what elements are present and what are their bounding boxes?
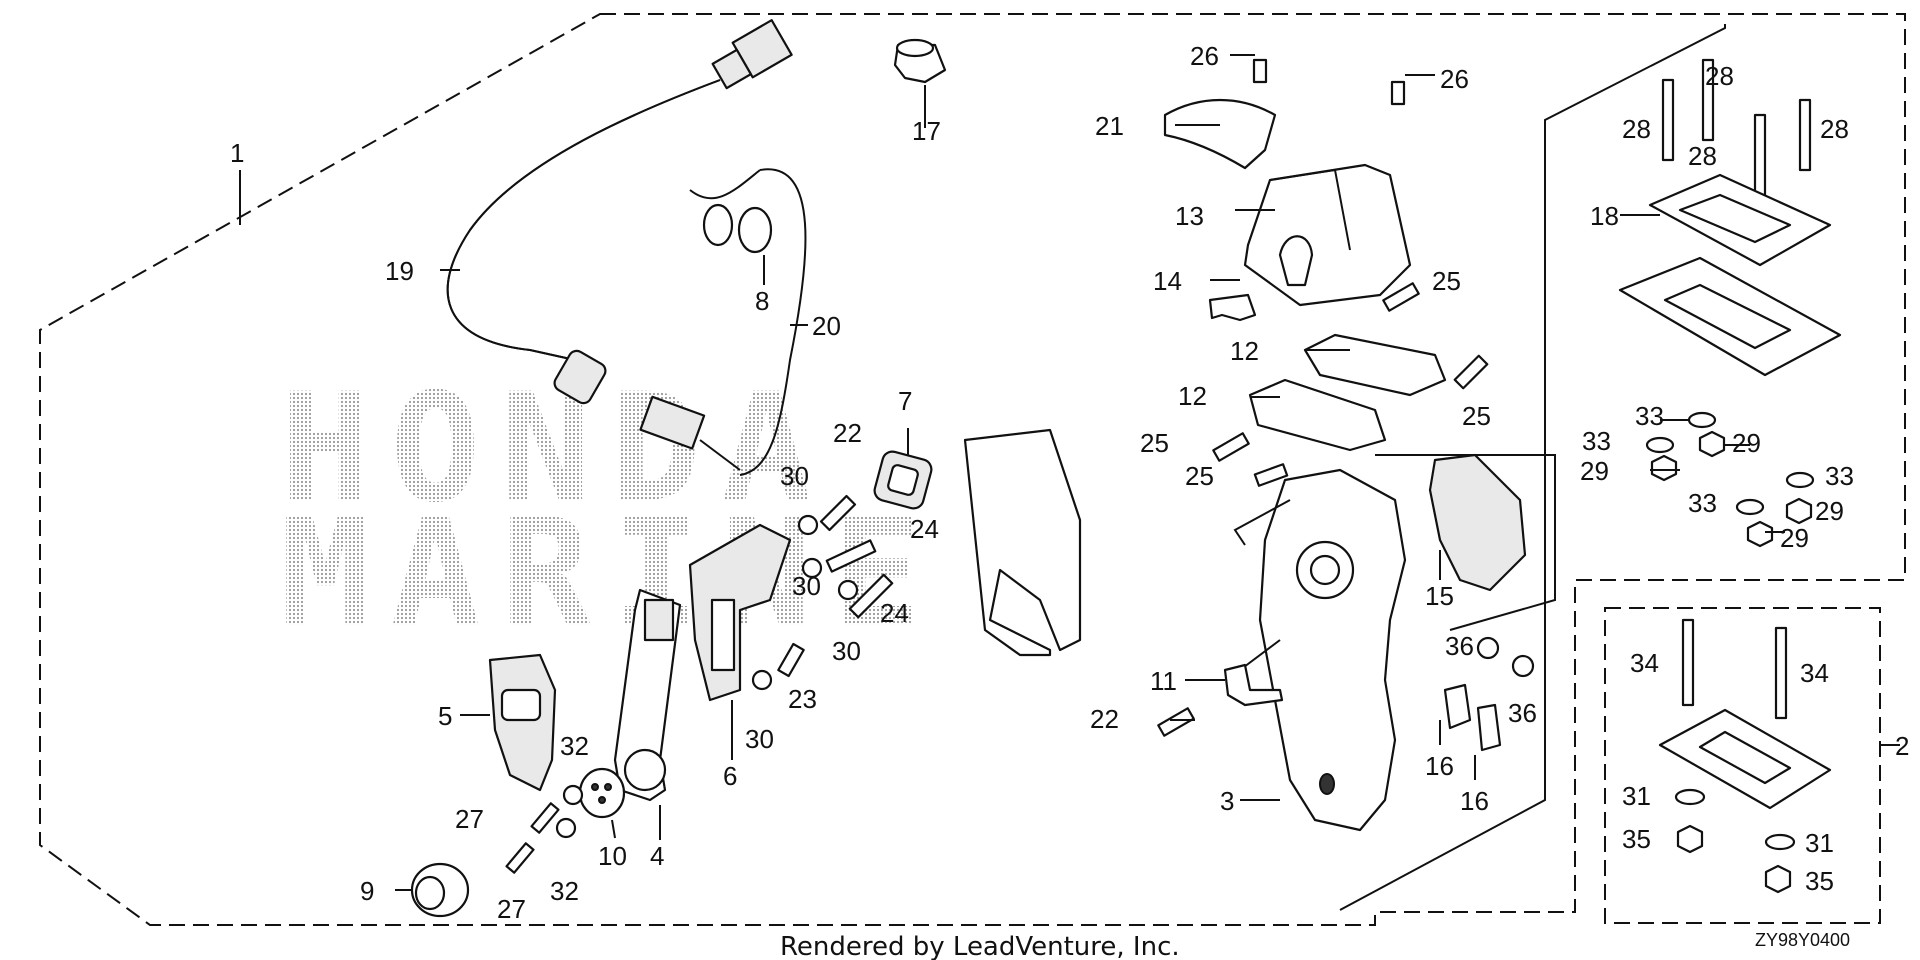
label-29b: 29	[1580, 456, 1609, 486]
label-11: 11	[1150, 666, 1177, 696]
housing-group-outline	[1233, 499, 1291, 546]
kit-boundary	[39, 13, 1906, 926]
footer-credit: Rendered by LeadVenture, Inc.	[780, 932, 1180, 960]
label-21: 21	[1095, 111, 1124, 141]
harness-19	[446, 19, 793, 405]
label-25a: 25	[1432, 266, 1461, 296]
label-17: 17	[912, 116, 941, 146]
label-30d: 30	[745, 724, 774, 754]
housing-3	[1239, 468, 1407, 832]
part2-box	[1604, 607, 1881, 924]
switch-cover-5	[488, 653, 557, 792]
label-6: 6	[723, 761, 737, 791]
leader-lines	[239, 54, 1900, 891]
label-34b: 34	[1800, 658, 1829, 688]
label-28b: 28	[1622, 114, 1651, 144]
label-36b: 36	[1508, 698, 1537, 728]
label-26a: 26	[1190, 41, 1219, 71]
label-25b: 25	[1462, 401, 1491, 431]
clip-16a	[1443, 683, 1472, 730]
label-27b: 27	[497, 894, 526, 924]
spacer-2-inner	[1698, 730, 1792, 785]
label-16a: 16	[1425, 751, 1454, 781]
label-28a: 28	[1705, 61, 1734, 91]
label-32a: 32	[560, 731, 589, 761]
label-33b: 33	[1582, 426, 1611, 456]
grommet-9	[410, 862, 470, 918]
label-15: 15	[1425, 581, 1454, 611]
label-32b: 32	[550, 876, 579, 906]
gasket-18-inner	[1678, 193, 1792, 244]
label-19: 19	[385, 256, 414, 286]
top-cover-13	[1243, 163, 1412, 307]
label-22a: 22	[833, 418, 862, 448]
label-34a: 34	[1630, 648, 1659, 678]
clip-11	[1223, 663, 1284, 707]
label-12a: 12	[1230, 336, 1259, 366]
label-33c: 33	[1825, 461, 1854, 491]
label-25c: 25	[1140, 428, 1169, 458]
plate-lower-inner	[1663, 283, 1792, 350]
bracket-6	[688, 523, 792, 702]
label-30c: 30	[832, 636, 861, 666]
label-29c: 29	[1815, 496, 1844, 526]
bracket-12b	[1248, 378, 1387, 452]
label-9: 9	[360, 876, 374, 906]
label-30b: 30	[792, 571, 821, 601]
label-29a: 29	[1732, 428, 1761, 458]
label-3: 3	[1220, 786, 1234, 816]
label-2: 2	[1895, 731, 1909, 761]
label-33d: 33	[1688, 488, 1717, 518]
clip-16b	[1476, 703, 1502, 752]
bracket-12a	[1303, 333, 1447, 397]
label-5: 5	[438, 701, 452, 731]
watermark-line-1: HONDA	[280, 362, 832, 536]
arm-4	[613, 588, 682, 802]
clip-14	[1208, 293, 1257, 322]
disc-10	[578, 767, 626, 819]
box-inner-boundary	[1339, 24, 1726, 911]
label-8: 8	[755, 286, 769, 316]
cap-17	[893, 38, 947, 84]
strip-21	[1163, 99, 1277, 170]
label-29d: 29	[1780, 523, 1809, 553]
label-18: 18	[1590, 201, 1619, 231]
label-28c: 28	[1688, 141, 1717, 171]
label-30a: 30	[780, 461, 809, 491]
label-31a: 31	[1622, 781, 1651, 811]
label-36a: 36	[1445, 631, 1474, 661]
label-26b: 26	[1440, 64, 1469, 94]
label-35b: 35	[1805, 866, 1834, 896]
label-35a: 35	[1622, 824, 1651, 854]
sheet-plate	[963, 428, 1082, 657]
grommet-8	[702, 203, 773, 254]
label-24b: 24	[880, 598, 909, 628]
label-10: 10	[598, 841, 627, 871]
label-7: 7	[898, 386, 912, 416]
diagram-code: ZY98Y0400	[1755, 930, 1850, 950]
label-14: 14	[1153, 266, 1182, 296]
part-labels: 1 2 3 4 5 6 7 8 9 10 11 12 12 13 14 15 1…	[230, 41, 1909, 924]
switch-wire-20	[639, 168, 807, 476]
label-23: 23	[788, 684, 817, 714]
label-27a: 27	[455, 804, 484, 834]
label-28d: 28	[1820, 114, 1849, 144]
label-33a: 33	[1635, 401, 1664, 431]
grommet-7	[873, 450, 933, 510]
label-12b: 12	[1178, 381, 1207, 411]
plate-15	[1428, 453, 1527, 592]
label-24a: 24	[910, 514, 939, 544]
label-1: 1	[230, 138, 244, 168]
label-16b: 16	[1460, 786, 1489, 816]
label-25d: 25	[1185, 461, 1214, 491]
label-22b: 22	[1090, 704, 1119, 734]
label-31b: 31	[1805, 828, 1834, 858]
label-4: 4	[650, 841, 664, 871]
label-13: 13	[1175, 201, 1204, 231]
label-20: 20	[812, 311, 841, 341]
